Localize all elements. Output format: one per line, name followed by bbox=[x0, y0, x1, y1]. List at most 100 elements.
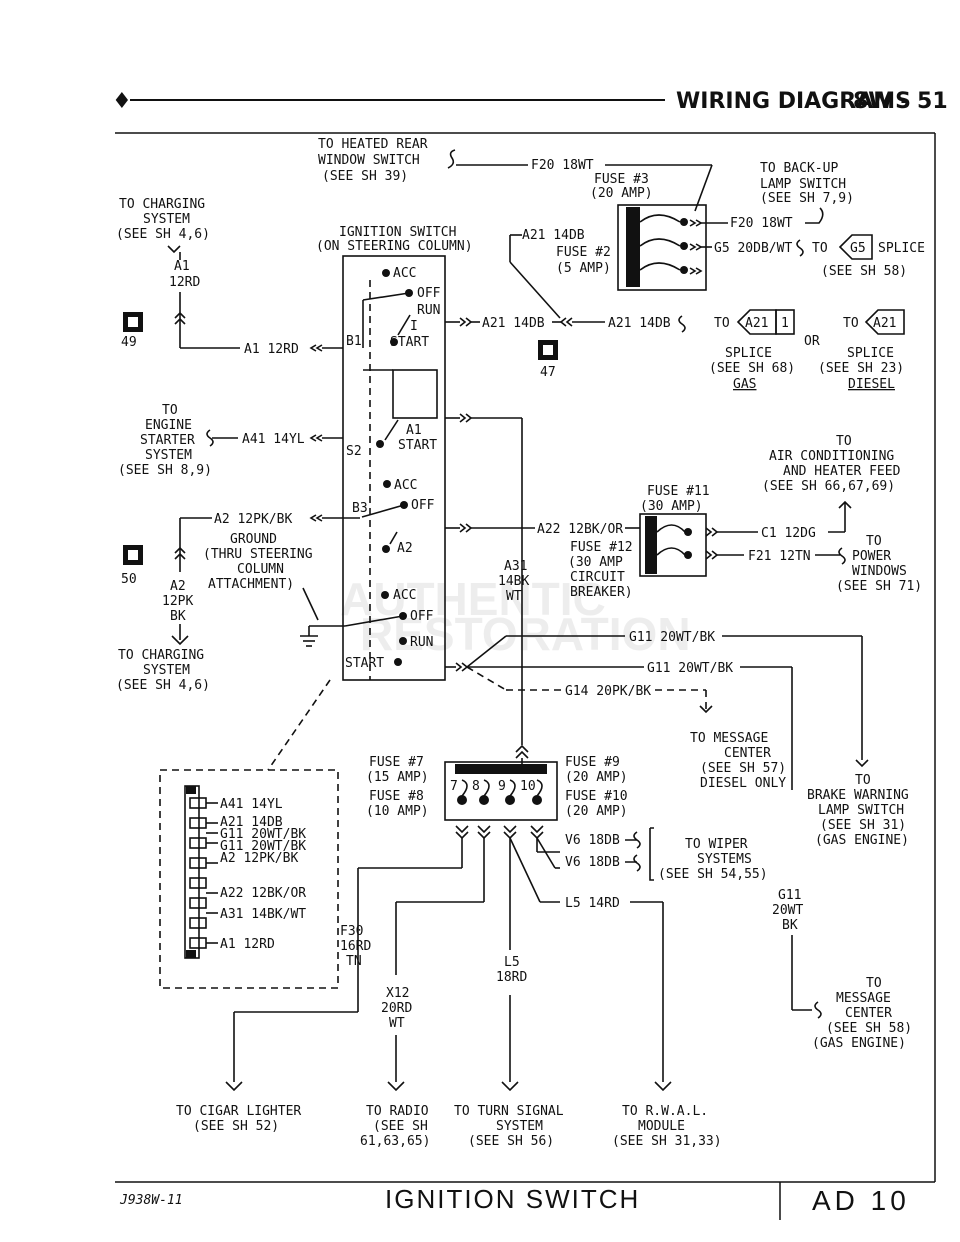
svg-text:(SEE SH: (SEE SH bbox=[373, 1119, 428, 1134]
svg-text:(SEE SH 54,55): (SEE SH 54,55) bbox=[658, 867, 768, 882]
diagram-title: IGNITION SWITCH bbox=[385, 1184, 640, 1214]
svg-text:FUSE #7: FUSE #7 bbox=[369, 755, 424, 770]
svg-text:CIRCUIT: CIRCUIT bbox=[570, 570, 625, 585]
svg-text:DIESEL: DIESEL bbox=[848, 377, 895, 392]
svg-text:A2: A2 bbox=[170, 579, 186, 594]
svg-text:TN: TN bbox=[346, 954, 362, 969]
svg-text:(SEE SH 56): (SEE SH 56) bbox=[468, 1134, 554, 1149]
svg-text:14BK: 14BK bbox=[498, 574, 529, 589]
svg-text:TO CIGAR LIGHTER: TO CIGAR LIGHTER bbox=[176, 1104, 301, 1119]
brake-label: TO BRAKE WARNING LAMP SWITCH (SEE SH 31)… bbox=[807, 773, 909, 848]
svg-text:FUSE #8: FUSE #8 bbox=[369, 789, 424, 804]
f20-wire-label: F20 18WT bbox=[531, 158, 594, 173]
svg-text:A22 12BK/OR: A22 12BK/OR bbox=[220, 886, 306, 901]
ignition-switch: IGNITION SWITCH (ON STEERING COLUMN) ACC… bbox=[316, 225, 473, 681]
a1-12rd-label: A1 12RD bbox=[244, 342, 299, 357]
svg-text:A41 14YL: A41 14YL bbox=[220, 797, 283, 812]
svg-text:FUSE #12: FUSE #12 bbox=[570, 540, 633, 555]
svg-text:(GAS ENGINE): (GAS ENGINE) bbox=[812, 1036, 906, 1051]
svg-text:TO: TO bbox=[812, 241, 828, 256]
svg-text:POWER: POWER bbox=[852, 549, 891, 564]
svg-text:SYSTEMS: SYSTEMS bbox=[697, 852, 752, 867]
a22-label: A22 12BK/OR bbox=[537, 522, 623, 537]
svg-text:ENGINE: ENGINE bbox=[145, 418, 192, 433]
svg-text:(SEE SH 66,67,69): (SEE SH 66,67,69) bbox=[762, 479, 895, 494]
svg-text:G11 20WT/BK: G11 20WT/BK bbox=[220, 827, 306, 842]
page-footer: J938W-11 IGNITION SWITCH AD 10 bbox=[115, 1181, 935, 1220]
fuse2-label: A21 14DB FUSE #2 (5 AMP) bbox=[522, 228, 611, 276]
svg-text:FUSE #11: FUSE #11 bbox=[647, 484, 710, 499]
ground-49: 49 bbox=[121, 312, 143, 350]
svg-text:AND HEATER FEED: AND HEATER FEED bbox=[783, 464, 901, 479]
charging-label: TO CHARGING SYSTEM (SEE SH 4,6) A1 12RD bbox=[116, 197, 210, 290]
connector-detail: A41 14YL A21 14DB G11 20WT/BK G11 20WT/B… bbox=[159, 769, 339, 989]
svg-text:X12: X12 bbox=[386, 986, 409, 1001]
svg-text:F30: F30 bbox=[340, 924, 363, 939]
svg-text:(SEE SH 71): (SEE SH 71) bbox=[836, 579, 922, 594]
radio-label: TO RADIO (SEE SH 61,63,65) bbox=[360, 1104, 430, 1149]
svg-text:ACC: ACC bbox=[394, 478, 417, 493]
v6a-label: V6 18DB bbox=[565, 833, 620, 848]
svg-text:12RD: 12RD bbox=[169, 275, 200, 290]
svg-text:LAMP SWITCH: LAMP SWITCH bbox=[760, 177, 846, 192]
svg-text:OR: OR bbox=[804, 334, 820, 349]
svg-text:I: I bbox=[410, 319, 418, 334]
svg-text:AIR CONDITIONING: AIR CONDITIONING bbox=[769, 449, 894, 464]
msg-center-label: TO MESSAGE CENTER (SEE SH 57) DIESEL ONL… bbox=[690, 731, 786, 791]
svg-text:A31: A31 bbox=[504, 559, 527, 574]
ground-thru-label: GROUND (THRU STEERING COLUMN ATTACHMENT) bbox=[203, 532, 313, 592]
backup-label: TO BACK-UP LAMP SWITCH (SEE SH 7,9) bbox=[760, 161, 854, 206]
svg-text:(SEE SH 68): (SEE SH 68) bbox=[709, 361, 795, 376]
svg-text:(GAS ENGINE): (GAS ENGINE) bbox=[815, 833, 909, 848]
svg-text:WT: WT bbox=[506, 589, 522, 604]
g11-a-label: G11 20WT/BK bbox=[629, 630, 715, 645]
fuse9-label: FUSE #9 (20 AMP) bbox=[565, 755, 628, 785]
svg-text:B3: B3 bbox=[352, 501, 368, 516]
svg-text:A21 14DB: A21 14DB bbox=[522, 228, 585, 243]
svg-text:COLUMN: COLUMN bbox=[237, 562, 284, 577]
svg-text:(30 AMP): (30 AMP) bbox=[640, 499, 703, 514]
fuse3-label: FUSE #3 (20 AMP) bbox=[590, 172, 653, 201]
fuse-block-mid bbox=[639, 513, 707, 577]
svg-text:AUTHENTIC: AUTHENTIC bbox=[340, 573, 606, 625]
a21-b-label: A21 14DB bbox=[482, 316, 545, 331]
fuse12-label: FUSE #12 (30 AMP CIRCUIT BREAKER) bbox=[568, 540, 633, 600]
svg-text:20WT: 20WT bbox=[772, 903, 803, 918]
svg-text:TO WIPER: TO WIPER bbox=[685, 837, 748, 852]
cigar-label: TO CIGAR LIGHTER (SEE SH 52) bbox=[176, 1104, 301, 1134]
svg-text:B1: B1 bbox=[346, 334, 362, 349]
g11-b-label: G11 20WT/BK bbox=[647, 661, 733, 676]
charging2-label: TO CHARGING SYSTEM (SEE SH 4,6) bbox=[116, 648, 210, 693]
svg-text:WINDOW SWITCH: WINDOW SWITCH bbox=[318, 153, 420, 168]
svg-text:7: 7 bbox=[450, 779, 458, 794]
svg-text:FUSE #2: FUSE #2 bbox=[556, 245, 611, 260]
svg-text:OFF: OFF bbox=[411, 498, 435, 513]
svg-text:TO: TO bbox=[866, 534, 882, 549]
svg-text:BREAKER): BREAKER) bbox=[570, 585, 633, 600]
svg-text:L5: L5 bbox=[504, 955, 520, 970]
svg-text:ACC: ACC bbox=[393, 266, 416, 281]
svg-text:BK: BK bbox=[782, 918, 798, 933]
fuse10-label: FUSE #10 (20 AMP) bbox=[565, 789, 628, 819]
x12-label: X12 20RD WT bbox=[381, 986, 412, 1031]
svg-text:SYSTEM: SYSTEM bbox=[143, 663, 190, 678]
svg-text:TO RADIO: TO RADIO bbox=[366, 1104, 429, 1119]
svg-text:TO MESSAGE: TO MESSAGE bbox=[690, 731, 768, 746]
svg-text:(ON STEERING COLUMN): (ON STEERING COLUMN) bbox=[316, 239, 473, 254]
svg-text:START: START bbox=[345, 656, 384, 671]
svg-text:A21 14DB: A21 14DB bbox=[220, 815, 283, 830]
ground-50: 50 bbox=[121, 545, 143, 587]
svg-text:20RD: 20RD bbox=[381, 1001, 412, 1016]
svg-text:LAMP SWITCH: LAMP SWITCH bbox=[818, 803, 904, 818]
svg-text:(SEE SH 52): (SEE SH 52) bbox=[193, 1119, 279, 1134]
svg-text:TO BACK-UP: TO BACK-UP bbox=[760, 161, 838, 176]
svg-text:START: START bbox=[390, 335, 429, 350]
svg-text:TO R.W.A.L.: TO R.W.A.L. bbox=[622, 1104, 708, 1119]
a31-label: A31 14BK WT bbox=[498, 559, 529, 604]
svg-text:SPLICE: SPLICE bbox=[725, 346, 772, 361]
svg-text:8: 8 bbox=[472, 779, 480, 794]
svg-text:TO: TO bbox=[855, 773, 871, 788]
svg-text:TO: TO bbox=[714, 316, 730, 331]
splice-diesel-label: SPLICE (SEE SH 23) DIESEL bbox=[818, 346, 904, 392]
svg-text:(20 AMP): (20 AMP) bbox=[565, 804, 628, 819]
